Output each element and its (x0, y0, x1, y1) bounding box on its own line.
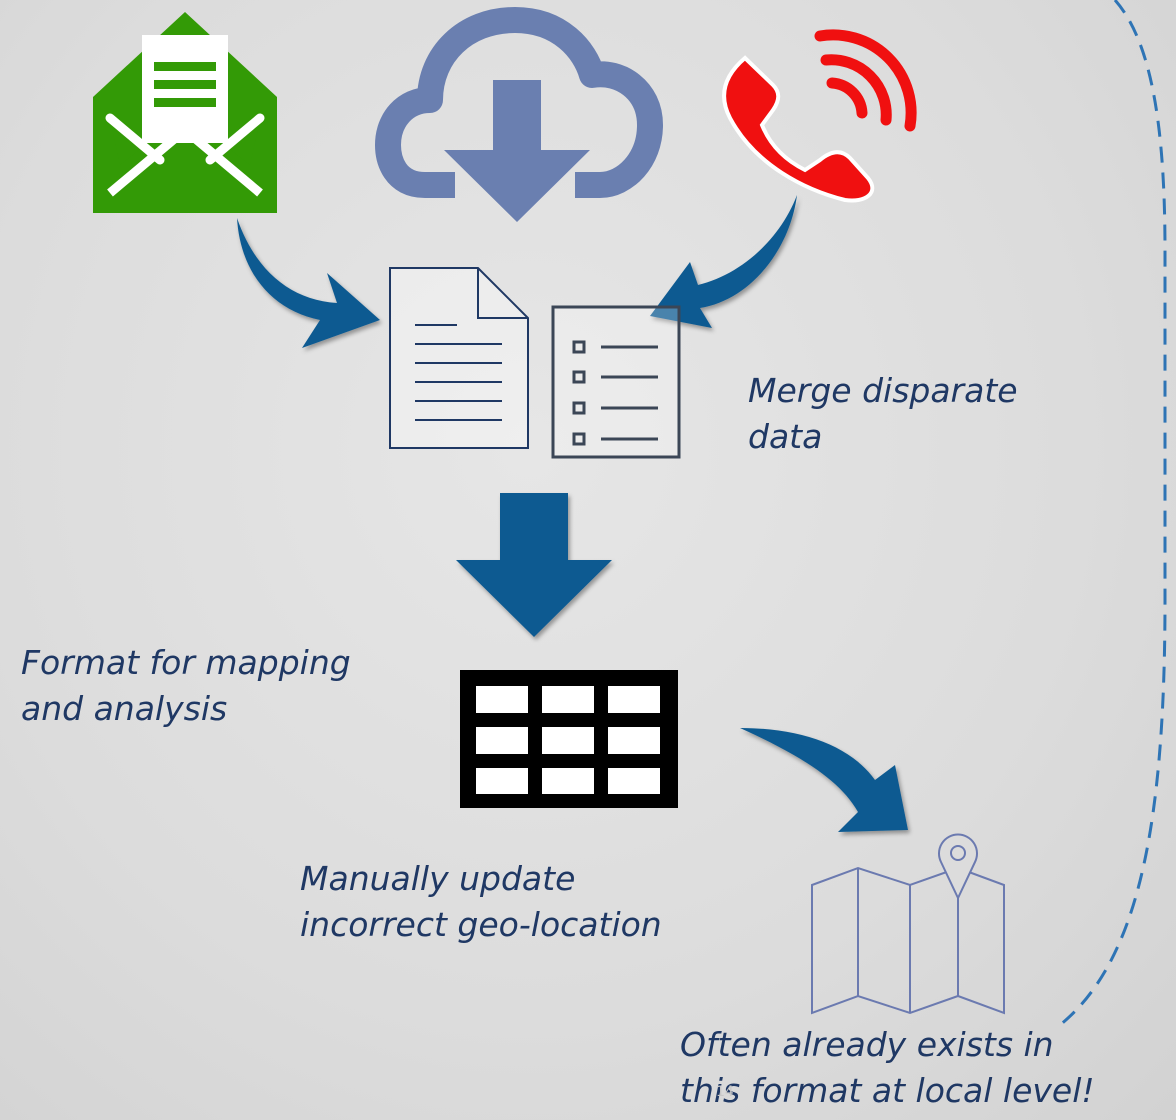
feedback-dashed-line (1059, 0, 1167, 1027)
merge-data-label: Merge disparate data (748, 371, 1018, 456)
map-icon (811, 833, 1005, 1015)
arrow-phone-to-docs (650, 195, 797, 328)
cloud-download-icon (375, 7, 663, 222)
checklist-icon (551, 305, 681, 459)
email-icon (93, 12, 277, 213)
arrow-table-to-map (740, 728, 908, 832)
page-number: 14 (716, 1084, 734, 1100)
arrow-down-to-table (456, 493, 612, 637)
document-icon (389, 267, 529, 449)
arrow-email-to-docs (237, 218, 380, 348)
phone-icon (722, 29, 917, 203)
table-grid-icon (460, 670, 678, 808)
format-label: Format for mapping and analysis (21, 643, 351, 728)
local-level-note: Often already exists in this format at l… (680, 1025, 1095, 1110)
geo-location-label: Manually update incorrect geo-location (300, 859, 662, 944)
